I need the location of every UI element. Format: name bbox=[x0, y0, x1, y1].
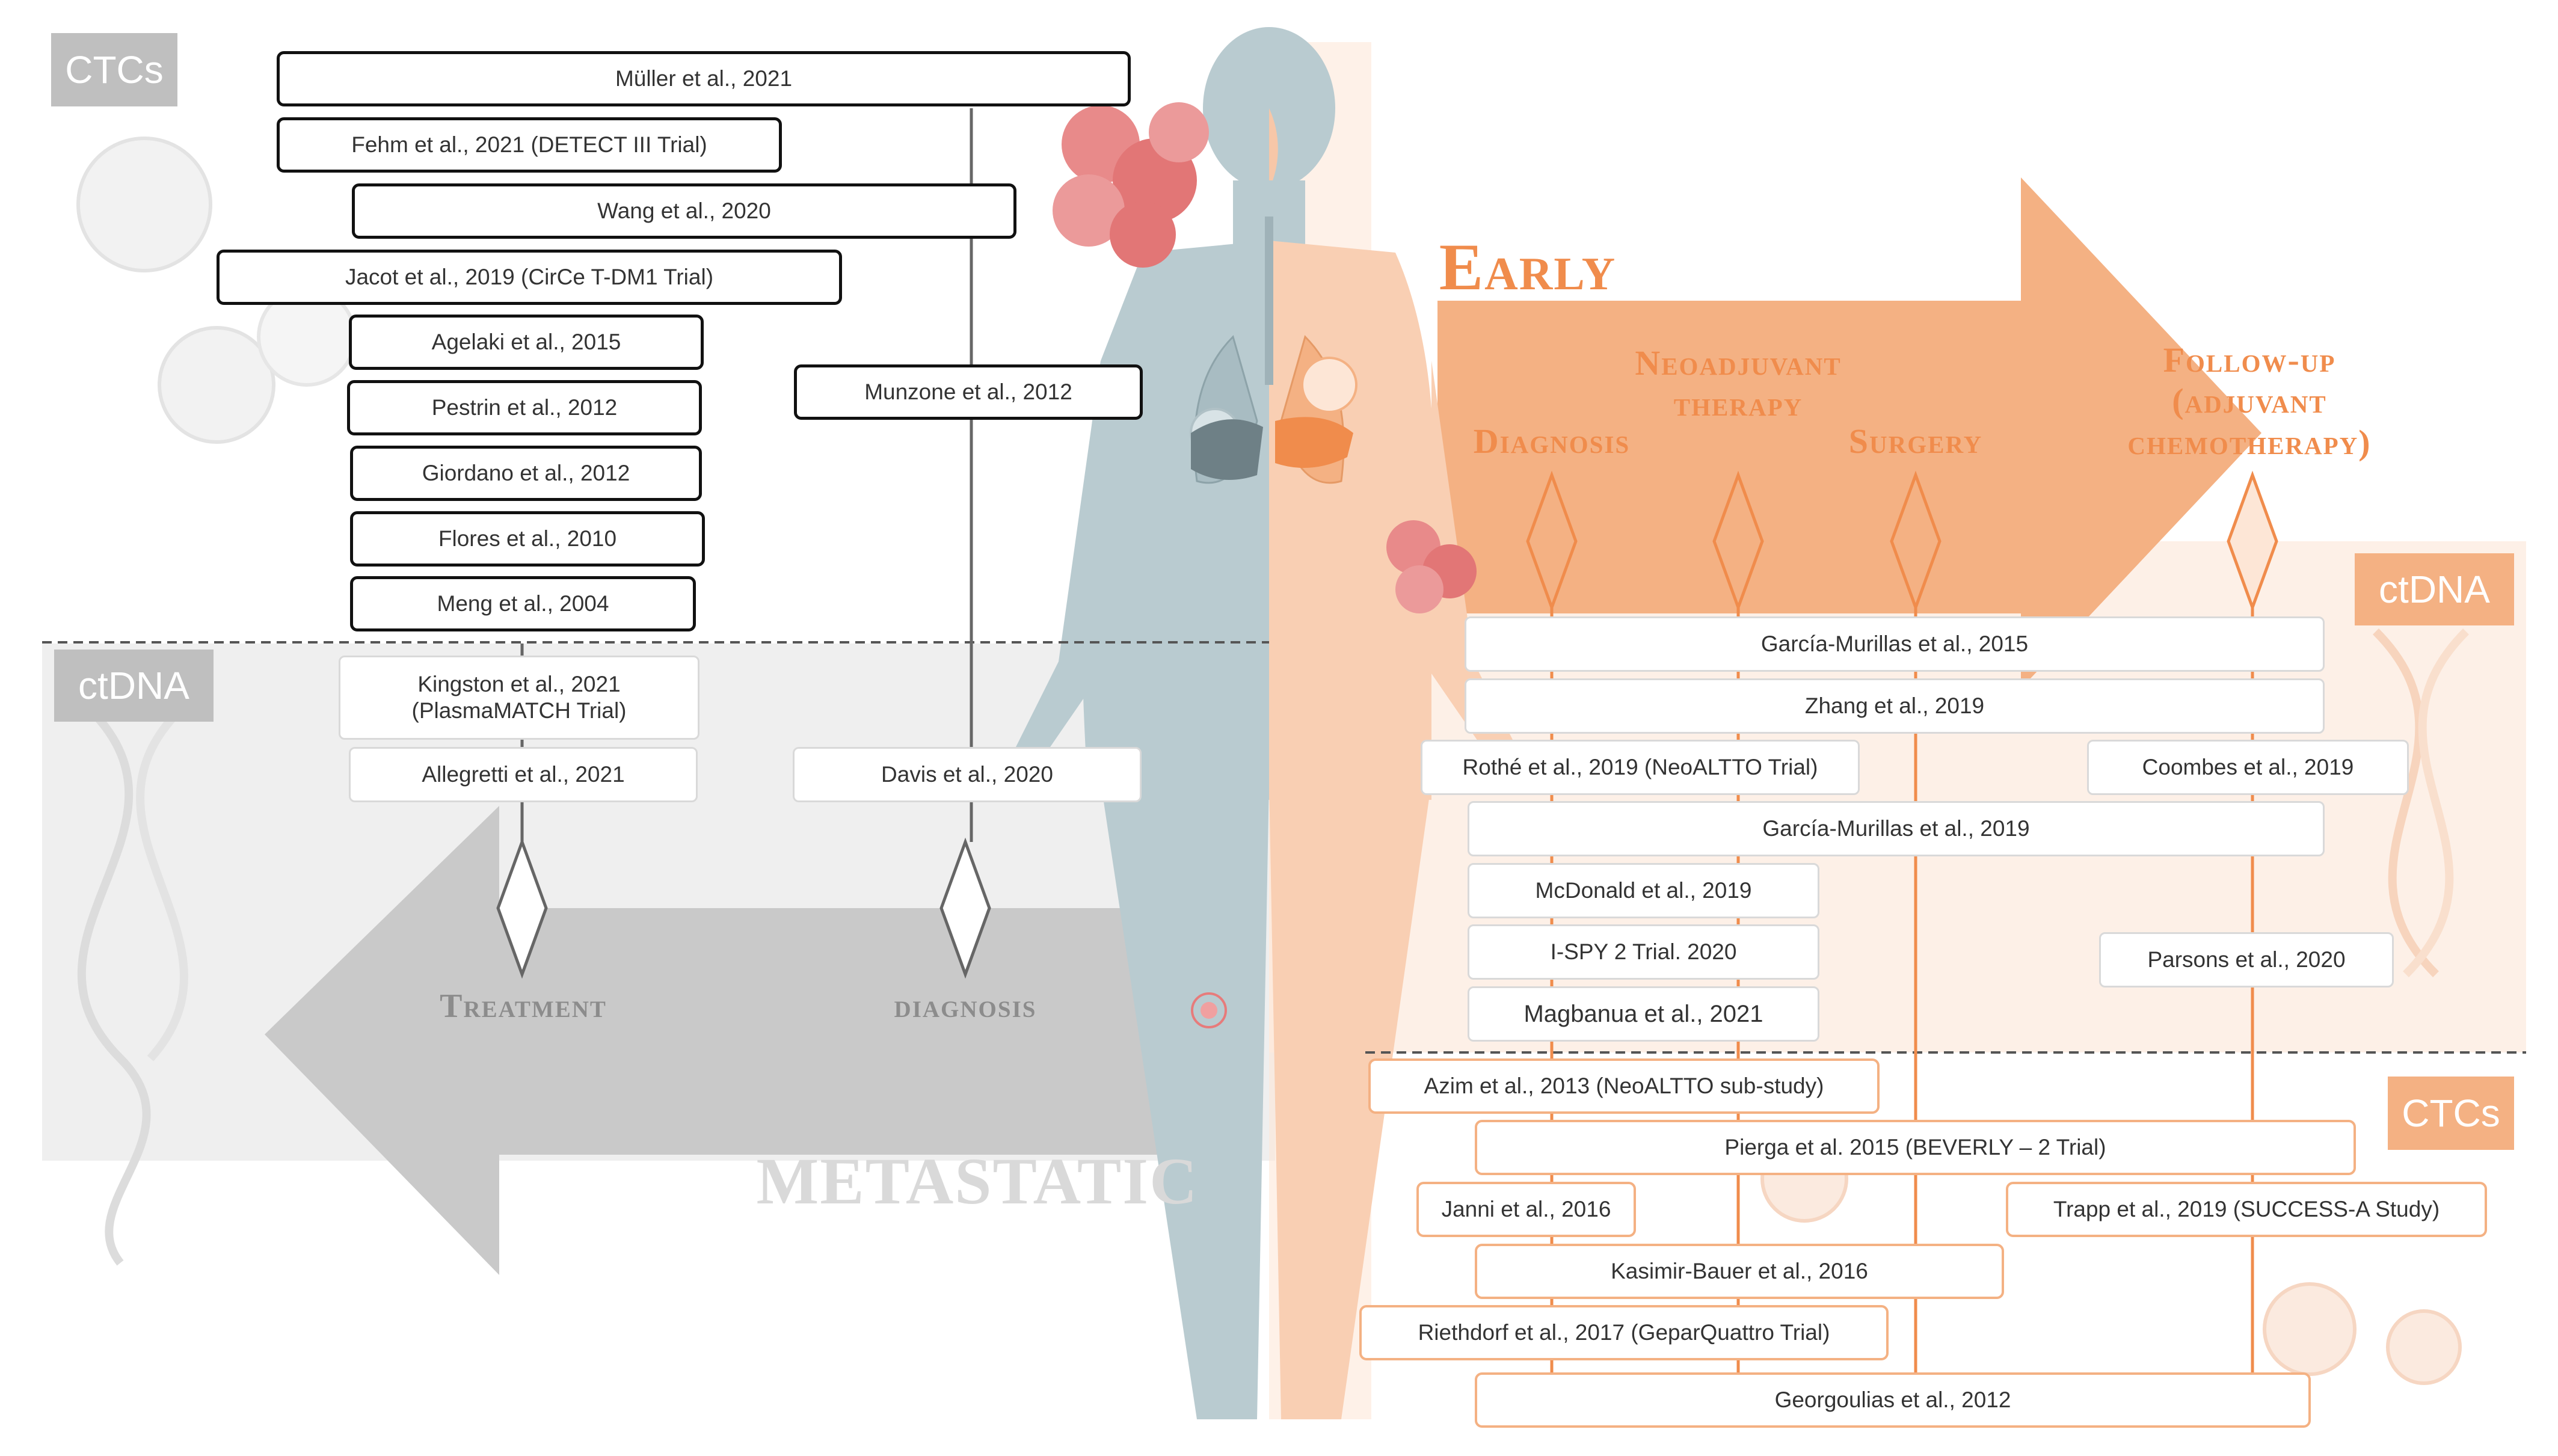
ref-box: I-SPY 2 Trial. 2020 bbox=[1468, 924, 1819, 980]
early-label: Early bbox=[1439, 230, 1617, 304]
diamond-surgery bbox=[1890, 470, 1942, 612]
neoadjuvant-line-2: therapy bbox=[1673, 384, 1803, 424]
ref-box: Magbanua et al., 2021 bbox=[1468, 986, 1819, 1042]
ref-box: Azim et al., 2013 (NeoALTTO sub-study) bbox=[1368, 1058, 1880, 1114]
ref-box: Giordano et al., 2012 bbox=[350, 446, 702, 501]
followup-line-2: (adjuvant bbox=[2172, 381, 2327, 421]
neoadjuvant-line-1: Neoadjuvant bbox=[1635, 343, 1842, 382]
diamond-treatment bbox=[496, 837, 548, 979]
diagnosis-left-label: diagnosis bbox=[894, 988, 1037, 1025]
ref-box: García-Murillas et al., 2015 bbox=[1465, 616, 2325, 672]
cell-decoration bbox=[2386, 1309, 2462, 1385]
ref-box: McDonald et al., 2019 bbox=[1468, 863, 1819, 918]
dna-decoration bbox=[77, 707, 151, 1266]
followup-label: Follow-up (adjuvant chemotherapy) bbox=[2069, 340, 2430, 463]
dna-decoration bbox=[2373, 628, 2439, 977]
early-arrow bbox=[1437, 177, 2261, 689]
ref-box: Meng et al., 2004 bbox=[350, 576, 696, 631]
neoadjuvant-label: Neoadjuvant therapy bbox=[1594, 343, 1883, 425]
metastatic-label: METASTATIC bbox=[756, 1144, 1199, 1218]
ref-box: Pierga et al. 2015 (BEVERLY – 2 Trial) bbox=[1475, 1120, 2356, 1175]
ref-box: Wang et al., 2020 bbox=[352, 183, 1016, 239]
ref-box: Kasimir-Bauer et al., 2016 bbox=[1475, 1244, 2004, 1299]
cell-decoration bbox=[158, 326, 275, 444]
ref-box: Jacot et al., 2019 (CirCe T-DM1 Trial) bbox=[217, 250, 842, 305]
surgery-label: Surgery bbox=[1848, 422, 1983, 461]
ref-box: Zhang et al., 2019 bbox=[1465, 678, 2325, 734]
ref-box: Riethdorf et al., 2017 (GeparQuattro Tri… bbox=[1359, 1305, 1889, 1360]
diamond-neoadjuvant bbox=[1712, 470, 1764, 612]
ref-box: Allegretti et al., 2021 bbox=[349, 747, 698, 802]
ref-box: Parsons et al., 2020 bbox=[2099, 932, 2394, 988]
diagnosis-right-label: Diagnosis bbox=[1473, 422, 1631, 461]
tumor-cluster-top bbox=[1053, 102, 1209, 268]
ref-box: Janni et al., 2016 bbox=[1416, 1182, 1636, 1237]
ref-box: Coombes et al., 2019 bbox=[2087, 740, 2409, 795]
ctdna-tag-right: ctDNA bbox=[2355, 553, 2514, 625]
ref-box: Georgoulias et al., 2012 bbox=[1475, 1372, 2311, 1428]
cell-decoration bbox=[76, 137, 212, 272]
ref-box: Fehm et al., 2021 (DETECT III Trial) bbox=[277, 117, 782, 173]
dna-decoration bbox=[2403, 628, 2469, 977]
ref-box: Kingston et al., 2021 (PlasmaMATCH Trial… bbox=[339, 656, 699, 740]
ref-box: Rothé et al., 2019 (NeoALTTO Trial) bbox=[1421, 740, 1860, 795]
treatment-label: Treatment bbox=[440, 988, 607, 1025]
ctcs-tag-right: CTCs bbox=[2388, 1077, 2514, 1150]
followup-line-3: chemotherapy) bbox=[2127, 422, 2372, 462]
diamond-followup bbox=[2227, 470, 2278, 612]
ref-box: Munzone et al., 2012 bbox=[794, 364, 1143, 420]
ref-box: Agelaki et al., 2015 bbox=[349, 315, 704, 370]
followup-line-1: Follow-up bbox=[2163, 340, 2336, 379]
ref-box: Trapp et al., 2019 (SUCCESS-A Study) bbox=[2006, 1182, 2487, 1237]
ref-box: Davis et al., 2020 bbox=[793, 747, 1142, 802]
ctcs-tag-left: CTCs bbox=[51, 33, 177, 106]
tumor-cluster-right bbox=[1386, 520, 1477, 613]
ref-box: Pestrin et al., 2012 bbox=[347, 380, 702, 435]
cell-decoration bbox=[2263, 1282, 2357, 1376]
ref-box: Flores et al., 2010 bbox=[350, 511, 705, 567]
body-silhouette bbox=[1010, 27, 1522, 1419]
dna-decoration bbox=[136, 707, 188, 1061]
diamond-diagnosis bbox=[1526, 470, 1578, 612]
diamond-diagnosis-left bbox=[939, 837, 991, 979]
ref-box: Müller et al., 2021 bbox=[277, 51, 1131, 106]
ctdna-tag-left: ctDNA bbox=[54, 650, 214, 722]
ref-box: García-Murillas et al., 2019 bbox=[1468, 801, 2325, 856]
